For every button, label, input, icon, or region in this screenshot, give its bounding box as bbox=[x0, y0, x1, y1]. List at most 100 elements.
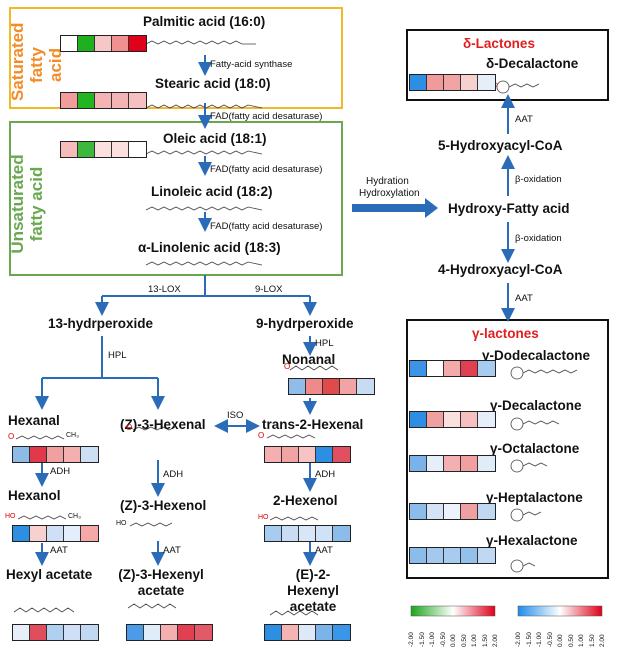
heatmap-g-dodeca bbox=[409, 360, 496, 377]
fas-label: Fatty-acid synthase bbox=[210, 59, 293, 70]
z3hexenylacetate-title: (Z)-3-Hexenyl acetate bbox=[118, 567, 204, 598]
fad1-label: FAD(fatty acid desaturase) bbox=[210, 111, 323, 122]
heatmap-cell bbox=[129, 142, 146, 157]
heatmap-cell bbox=[78, 142, 95, 157]
heatmap-cell bbox=[144, 625, 161, 640]
heatmap-hexanal bbox=[12, 446, 99, 463]
legend-tick-label: 2.00 bbox=[599, 634, 606, 647]
linolenic-acid-title: α-Linolenic acid (18:3) bbox=[138, 240, 281, 255]
t2hexenal-title: trans-2-Hexenal bbox=[262, 417, 364, 432]
hp13-title: 13-hydrperoxide bbox=[48, 316, 154, 331]
atom-ho: HO bbox=[258, 514, 269, 521]
atom-ho: HO bbox=[5, 513, 16, 520]
legend-tick-label: -2.00 bbox=[408, 632, 415, 647]
heatmap-cell bbox=[444, 412, 461, 427]
boxid1-label: β-oxidation bbox=[515, 174, 562, 185]
heatmap-cell bbox=[444, 548, 461, 563]
heatmap-cell bbox=[81, 526, 98, 541]
unsaturated-box bbox=[9, 121, 343, 276]
nonanal-title: Nonanal bbox=[282, 352, 336, 367]
heatmap-cell bbox=[427, 412, 444, 427]
heatmap-cell bbox=[112, 36, 129, 51]
heatmap-cell bbox=[64, 625, 81, 640]
heatmap-cell bbox=[64, 526, 81, 541]
heatmap-cell bbox=[282, 625, 299, 640]
heatmap-cell bbox=[30, 526, 47, 541]
fad3-label: FAD(fatty acid desaturase) bbox=[210, 221, 323, 232]
heatmap-cell bbox=[410, 548, 427, 563]
heatmap-cell bbox=[47, 625, 64, 640]
legend-tick-label: 1.50 bbox=[588, 634, 596, 647]
legend-tick-label: 1.00 bbox=[471, 634, 478, 647]
heatmap-cell bbox=[112, 93, 129, 108]
legend-tick-label: 0.50 bbox=[460, 634, 468, 647]
heatmap-cell bbox=[410, 412, 427, 427]
hpl2-label: HPL bbox=[315, 338, 334, 349]
heatmap-cell bbox=[61, 142, 78, 157]
atom-o: O bbox=[126, 423, 133, 432]
atom-ch3: CH₃ bbox=[68, 513, 81, 520]
atom-ho: HO bbox=[116, 520, 127, 527]
heatmap-cell bbox=[323, 379, 340, 394]
hp9-title: 9-hydrperoxide bbox=[256, 316, 354, 331]
saturated-text: Saturated fatty acid bbox=[8, 22, 65, 101]
saturated-box bbox=[9, 7, 343, 109]
hexanal-title: Hexanal bbox=[8, 413, 60, 428]
unsaturated-label: Unsaturated fatty acid bbox=[8, 154, 48, 254]
heatmap-cell bbox=[195, 625, 212, 640]
adh1-label: ADH bbox=[50, 466, 71, 477]
heatmap-delta-decalactone bbox=[409, 74, 496, 91]
hydroxylation-label: Hydroxylation bbox=[359, 188, 420, 199]
stearic-acid-title: Stearic acid (18:0) bbox=[155, 76, 271, 91]
legend-tick-label: 1.00 bbox=[578, 634, 585, 647]
heatmap-cell bbox=[81, 625, 98, 640]
heatmap-cell bbox=[282, 526, 299, 541]
legend-tick-label: -0.50 bbox=[439, 632, 447, 647]
legend-tick-label: 0.00 bbox=[557, 634, 564, 647]
saturated-label: Saturated fatty acid bbox=[8, 23, 65, 101]
heatmap-2hexenol bbox=[264, 525, 351, 542]
oleic-acid-title: Oleic acid (18:1) bbox=[163, 131, 267, 146]
heatmap-cell bbox=[129, 36, 146, 51]
heatmap-nonanal bbox=[288, 378, 375, 395]
heatmap-cell bbox=[13, 526, 30, 541]
heatmap-g-hexa bbox=[409, 547, 496, 564]
heatmap-palmitic bbox=[60, 35, 147, 52]
heatmap-cell bbox=[461, 456, 478, 471]
hydroxyacylcoa4-title: 4-Hydroxyacyl-CoA bbox=[438, 262, 563, 277]
z3hexenal-title: (Z)-3-Hexenal bbox=[120, 417, 206, 432]
heatmap-cell bbox=[178, 625, 195, 640]
heatmap-cell bbox=[81, 447, 98, 462]
iso-label: ISO bbox=[227, 410, 244, 421]
heatmap-cell bbox=[129, 93, 146, 108]
g-dodeca-title: γ-Dodecalactone bbox=[482, 348, 591, 363]
heatmap-cell bbox=[444, 504, 461, 519]
heatmap-g-octa bbox=[409, 455, 496, 472]
unsaturated-text: Unsaturated fatty acid bbox=[8, 154, 46, 254]
heatmap-cell bbox=[333, 526, 350, 541]
heatmap-cell bbox=[333, 625, 350, 640]
heatmap-cell bbox=[316, 625, 333, 640]
legend-tick-label: 1.50 bbox=[481, 634, 489, 647]
legend-tick-label: 0.50 bbox=[567, 634, 575, 647]
heatmap-cell bbox=[461, 75, 478, 90]
delta-decalactone-title: δ-Decalactone bbox=[486, 56, 579, 71]
heatmap-cell bbox=[13, 625, 30, 640]
boxid2-label: β-oxidation bbox=[515, 233, 562, 244]
heatmap-cell bbox=[444, 456, 461, 471]
heatmap-cell bbox=[427, 548, 444, 563]
linoleic-acid-title: Linoleic acid (18:2) bbox=[151, 184, 273, 199]
adh3-label: ADH bbox=[315, 469, 336, 480]
heatmap-cell bbox=[78, 36, 95, 51]
e2hexenylacetate-title: (E)-2-Hexenyl acetate bbox=[287, 567, 339, 614]
heatmap-cell bbox=[30, 447, 47, 462]
heatmap-cell bbox=[316, 526, 333, 541]
heatmap-cell bbox=[427, 456, 444, 471]
g-deca-title: γ-Decalactone bbox=[490, 398, 582, 413]
heatmap-cell bbox=[444, 361, 461, 376]
heatmap-cell bbox=[478, 361, 495, 376]
legend-tick-label: 0.00 bbox=[450, 634, 457, 647]
heatmap-cell bbox=[333, 447, 350, 462]
heatmap-cell bbox=[478, 548, 495, 563]
